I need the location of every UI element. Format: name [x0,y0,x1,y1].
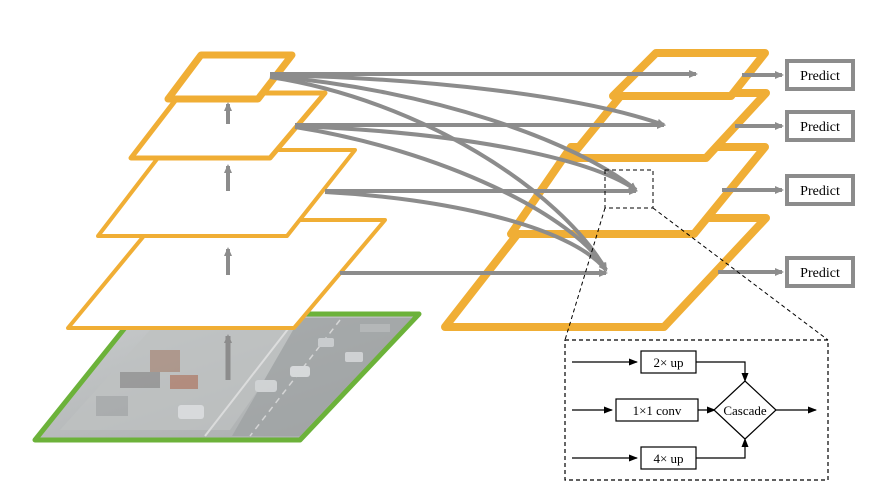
output-level-2 [566,89,770,162]
cascade-curve-4 [294,124,638,192]
zoom-line-left [564,207,606,341]
zoom-line-right [652,207,829,341]
cascade-label: Cascade [723,403,767,418]
predict-label: Predict [800,266,840,281]
backbone-level-1 [164,51,296,103]
predict-box-1: Predict [785,59,855,91]
predict-box-2: Predict [785,110,855,142]
predict-label: Predict [800,184,840,199]
road-traffic-photo-icon [60,318,412,437]
up4-box: 4× up [640,446,697,470]
cascade-curve-6 [324,190,608,272]
predict-label: Predict [800,69,840,84]
cascade-diamond: Cascade [713,380,777,440]
backbone-level-2 [128,90,328,161]
cascade-curve-1 [269,73,666,127]
backbone-level-3 [96,148,357,238]
inset-up4-to-cascade [696,438,749,459]
cascade-curve-5 [294,125,608,272]
zoom-callout [564,169,829,341]
predict-box-4: Predict [785,256,855,288]
conv-label: 1×1 conv [633,403,682,418]
predict-box-3: Predict [785,174,855,206]
cascade-inset: 2× up 1×1 conv 4× up Cascade [564,339,829,481]
conv-box: 1×1 conv [615,398,699,422]
predict-label: Predict [800,120,840,135]
connector-arrows [269,70,784,277]
backbone-pyramid [66,51,387,380]
predict-boxes: Predict Predict Predict Predict [785,59,855,288]
zoom-region [604,169,654,209]
output-level-3 [507,143,769,238]
inset-up2-to-cascade [696,361,749,382]
up2-box: 2× up [640,350,697,374]
cascade-curve-3 [269,75,608,272]
up2-label: 2× up [653,355,683,370]
up4-label: 4× up [653,451,683,466]
